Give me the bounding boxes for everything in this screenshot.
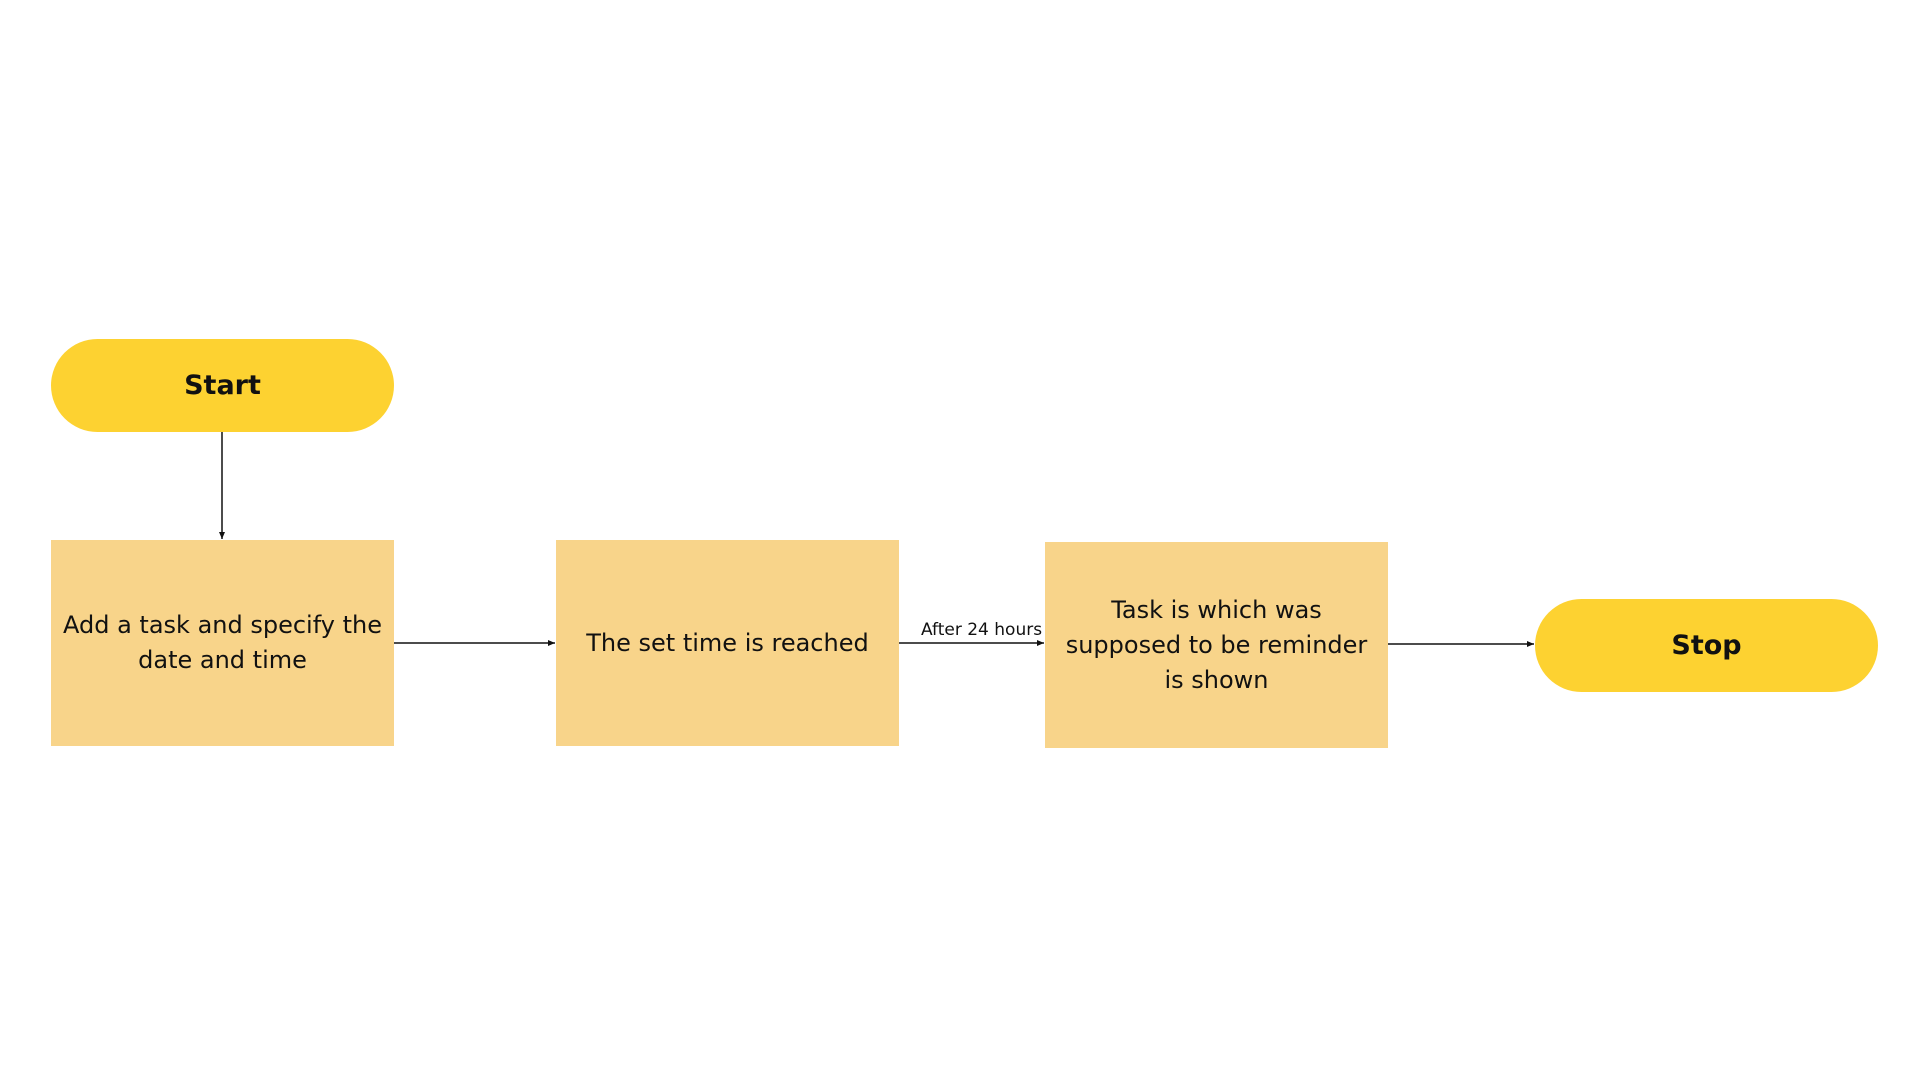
- time-reached-step: The set time is reached: [556, 540, 899, 746]
- stop-node: Stop: [1535, 599, 1878, 692]
- add-task-step: Add a task and specify the date and time: [51, 540, 394, 746]
- stop-label: Stop: [1671, 630, 1742, 661]
- add-task-label: Add a task and specify the date and time: [63, 611, 382, 674]
- start-label: Start: [184, 370, 261, 401]
- reminder-shown-step: Task is which was supposed to be reminde…: [1045, 542, 1388, 748]
- edge-label-after-24-hours: After 24 hours: [921, 620, 1043, 640]
- reminder-shown-label: Task is which was supposed to be reminde…: [1065, 595, 1368, 694]
- time-reached-label: The set time is reached: [586, 628, 869, 657]
- start-node: Start: [51, 339, 394, 432]
